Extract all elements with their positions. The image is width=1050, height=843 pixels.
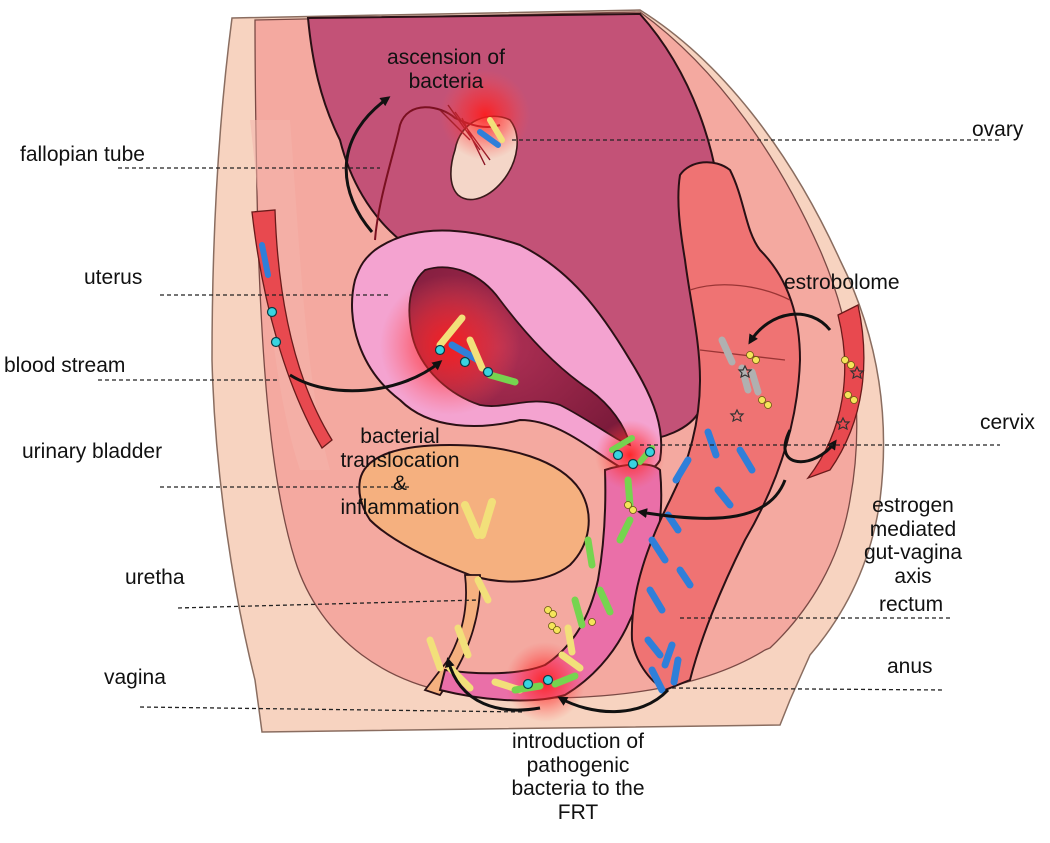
- process-arrows: [289, 96, 837, 714]
- bacteria-diplococci: [544, 351, 858, 634]
- label-estrobolome: estrobolome: [784, 271, 900, 294]
- inflammation-glow-ovary: [440, 70, 530, 160]
- label-vagina: vagina: [104, 666, 166, 689]
- label-blood-stream: blood stream: [4, 354, 126, 377]
- label-anus: anus: [887, 655, 933, 678]
- urethra-shape: [423, 574, 482, 697]
- label-introduction-of-pathogenic-bacteria: introduction of pathogenic bacteria to t…: [511, 730, 645, 824]
- label-uretha: uretha: [125, 566, 185, 589]
- bacteria-rods: [259, 117, 762, 694]
- bladder-shape: [358, 443, 590, 583]
- label-urinary-bladder: urinary bladder: [22, 440, 163, 463]
- vessel-left: [251, 209, 333, 449]
- label-uterus: uterus: [84, 266, 143, 289]
- label-ascension-of-bacteria: ascension of bacteria: [387, 46, 505, 93]
- label-cervix: cervix: [980, 411, 1035, 434]
- rectum-shape: [630, 161, 802, 692]
- label-ovary: ovary: [972, 118, 1024, 141]
- inflammation-glow-cervix: [595, 420, 665, 490]
- label-rectum: rectum: [879, 593, 944, 616]
- label-fallopian-tube: fallopian tube: [20, 143, 145, 166]
- label-estrogen-gut-vagina-axis: estrogen mediated gut-vagina axis: [863, 494, 963, 588]
- bacteria-cocci: [266, 306, 656, 690]
- rectum-fold: [689, 284, 791, 361]
- leader-lines: [98, 139, 1000, 713]
- label-bacterial-translocation: bacterial translocation & inflammation: [340, 425, 460, 519]
- star-markers: [729, 364, 865, 431]
- vessel-right: [806, 304, 865, 480]
